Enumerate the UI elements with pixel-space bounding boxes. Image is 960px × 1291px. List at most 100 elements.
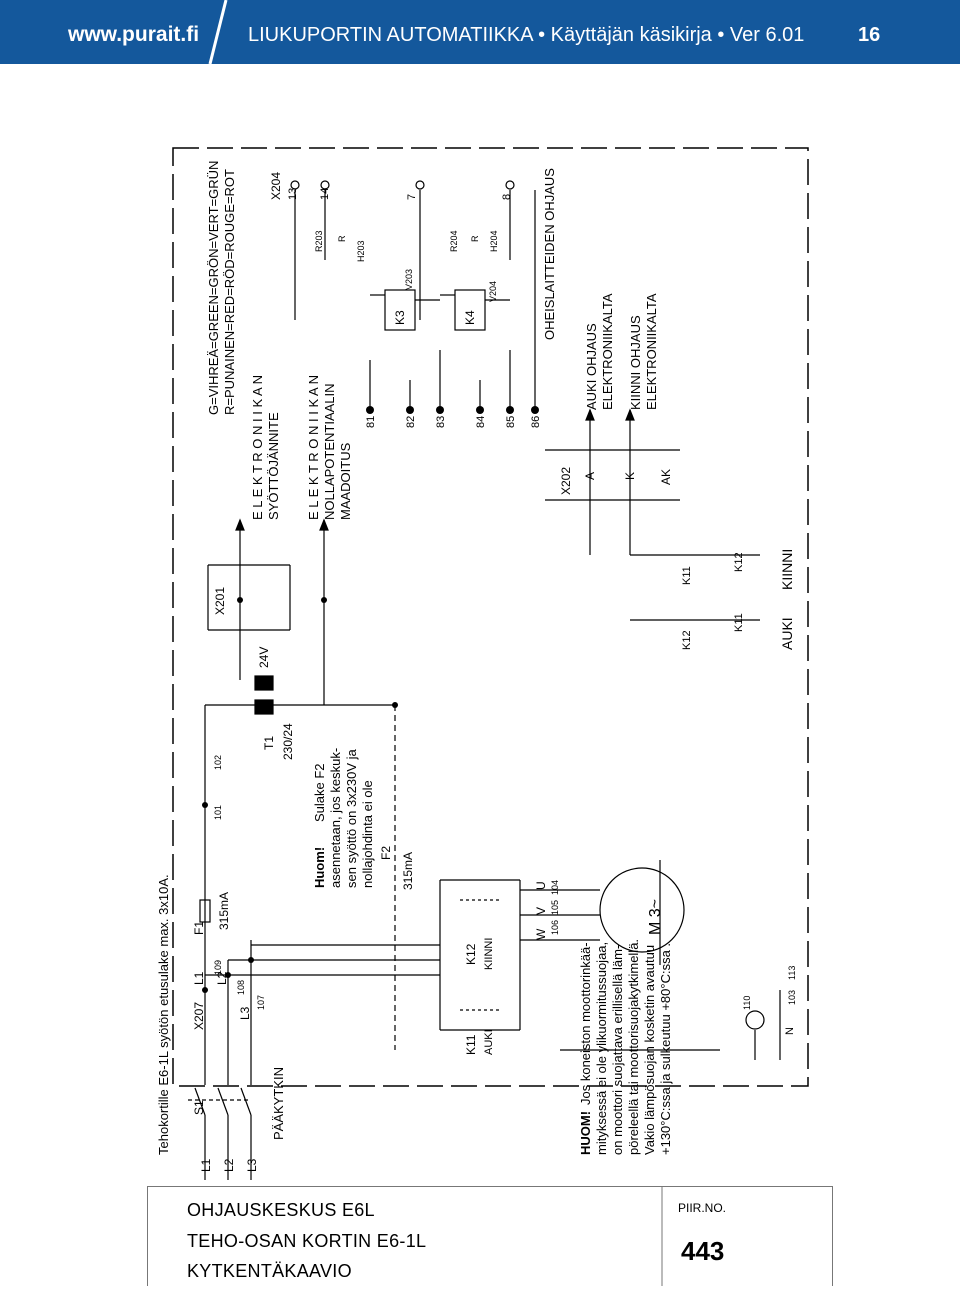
relay-term-85: 85	[505, 416, 517, 428]
label-x204: X204	[269, 172, 283, 200]
huom2-line-3: on moottori suojattava erillisellä läm-	[610, 945, 625, 1155]
label-x207: X207	[192, 1002, 206, 1030]
label-kiinni: KIINNI	[779, 549, 795, 590]
huom2-line-4: pöreleellä tai moottorisuojakytkimellä.	[626, 939, 641, 1155]
x204-term-8: 8	[501, 194, 513, 200]
huom-line-3: sen syöttö on 3x230V ja	[344, 748, 359, 888]
label-f1: F1	[192, 921, 206, 935]
fuse-f1	[199, 899, 211, 923]
interlock-k11-coil: K11	[733, 613, 745, 632]
x202-arrows	[545, 408, 760, 621]
label-l3: L3	[245, 1158, 259, 1172]
huom-line-4: nollajohdinta ei ole	[360, 780, 375, 888]
kiinni-ohjaus-1: KIINNI OHJAUS	[628, 315, 643, 410]
label-l2b: L2	[215, 971, 229, 985]
label-k11-name: AUKI	[483, 1029, 495, 1055]
label-k4: K4	[463, 310, 477, 325]
drawing-number-label: PIIR.NO.	[678, 1201, 727, 1215]
wire-106: 106	[550, 920, 560, 935]
elec-zero-3: MAADOITUS	[338, 442, 353, 520]
label-f2: F2	[379, 846, 393, 860]
wire-104: 104	[550, 880, 560, 895]
label-auki: AUKI	[779, 617, 795, 650]
huom-line-1: Sulake F2	[312, 763, 327, 822]
site-url[interactable]: www.purait.fi	[68, 23, 200, 46]
label-r-2: R	[470, 235, 480, 242]
label-h203: H203	[356, 240, 366, 262]
relay-dots	[366, 406, 539, 414]
huom2-label: HUOM!	[578, 1111, 593, 1155]
transformer-t1	[239, 540, 396, 1050]
x204-terminals	[290, 180, 515, 320]
label-t1: T1	[262, 736, 276, 750]
wire-105: 105	[550, 900, 560, 915]
label-n: N	[784, 1027, 796, 1035]
x202-term-a: A	[583, 472, 597, 480]
motor-term-u: U	[534, 881, 548, 890]
motor-m3	[560, 860, 720, 1051]
wire-109: 109	[213, 960, 223, 975]
x202-term-k: K	[623, 472, 637, 480]
huom2-line-6: +130°C:ssa ja sulkeutuu +80°C:ssa .	[658, 943, 673, 1155]
label-l3b: L3	[238, 1006, 252, 1020]
label-k3: K3	[393, 310, 407, 325]
label-x202: X202	[559, 467, 573, 495]
enclosure-border	[172, 147, 809, 1087]
relay-term-84: 84	[475, 416, 487, 428]
interlock-k12-coil: K12	[733, 552, 745, 572]
x204-term-13: 13	[287, 188, 299, 200]
label-oheis: OHEISLAITTEIDEN OHJAUS	[542, 168, 557, 340]
header-divider	[208, 0, 228, 64]
relay-term-81: 81	[365, 416, 377, 428]
title-line-2: TEHO-OSAN KORTIN E6-1L	[187, 1231, 427, 1251]
note-top: Tehokortille E6-1L syötön etusulake max.…	[156, 874, 171, 1155]
colors-legend-2: R=PUNAINEN=RED=RÖD=ROUGE=ROT	[222, 169, 237, 415]
wire-103: 103	[787, 990, 797, 1005]
huom-line-2: asennetaan, jos keskuk-	[328, 748, 343, 888]
huom2-line-5: Vakio lämpösuojan kosketin avautuu	[642, 945, 657, 1155]
wire-107: 107	[256, 995, 266, 1010]
motor-label: M 3~	[647, 899, 664, 935]
title-block-frame	[147, 1186, 833, 1291]
ground-symbol	[745, 990, 781, 1060]
label-x201: X201	[213, 587, 227, 615]
relay-k4	[440, 289, 510, 331]
relay-term-86: 86	[530, 416, 542, 428]
wire-102: 102	[213, 755, 223, 770]
label-r-1: R	[337, 235, 347, 242]
title-block	[147, 1186, 833, 1291]
drawing-number: 443	[681, 1236, 725, 1266]
relay-k3	[370, 289, 440, 331]
huom2-line-1: Jos koneiston moottorinkää-	[578, 942, 593, 1105]
x204-term-14: 14	[319, 188, 331, 200]
kiinni-ohjaus-2: ELEKTRONIIKALTA	[644, 293, 659, 410]
elec-supply-1: E L E K T R O N I I K A N	[250, 375, 265, 520]
title-line-3: KYTKENTÄKAAVIO	[187, 1261, 352, 1281]
colors-legend-1: G=VIHREÄ=GREEN=GRÖN=VERT=GRÜN	[206, 161, 221, 415]
elec-zero-2: NOLLAPOTENTIAALIN	[322, 383, 337, 520]
label-l1: L1	[199, 1158, 213, 1172]
label-l2: L2	[222, 1158, 236, 1172]
label-v203: V203	[404, 269, 414, 290]
label-k12-name: KIINNI	[483, 938, 495, 970]
label-l1b: L1	[192, 971, 206, 985]
elec-supply-2: SYÖTTÖJÄNNITE	[266, 412, 281, 520]
label-k11: K11	[464, 1034, 478, 1055]
label-r204: R204	[449, 230, 459, 252]
auki-ohjaus-1: AUKI OHJAUS	[584, 323, 599, 410]
wire-110: 110	[742, 996, 752, 1010]
elec-zero-1: E L E K T R O N I I K A N	[306, 375, 321, 520]
page-header: www.purait.fi LIUKUPORTIN AUTOMATIIKKA •…	[0, 0, 960, 64]
page-number: 16	[858, 24, 881, 46]
label-24v: 24V	[257, 647, 271, 668]
huom2-line-2: mityksessä ei ole ylikuormitussuojaa,	[594, 942, 609, 1155]
label-paakytkin: PÄÄKYTKIN	[271, 1067, 286, 1140]
relay-term-83: 83	[435, 416, 447, 428]
relay-contacts	[369, 190, 536, 410]
wire-113: 113	[787, 966, 797, 980]
title-line-1: OHJAUSKESKUS E6L	[187, 1200, 375, 1220]
interlock-k11: K11	[681, 566, 693, 585]
label-k12: K12	[464, 943, 478, 965]
x202-term-ak: AK	[659, 469, 673, 485]
